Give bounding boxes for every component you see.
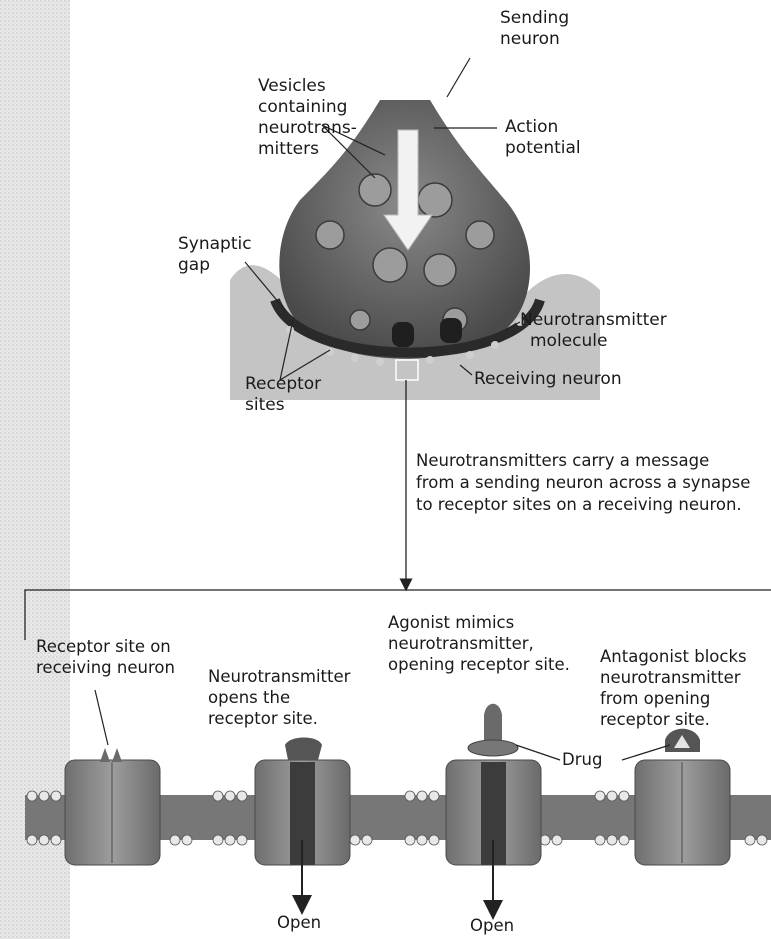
neurotransmitter-molecule-label: Neurotransmitter molecule: [520, 310, 667, 352]
open-label-2: Open: [470, 915, 514, 936]
neurotransmitter-opens-label: Neurotransmitter opens the receptor site…: [208, 666, 350, 729]
open-label-1: Open: [277, 912, 321, 933]
drug-label: Drug: [562, 749, 602, 770]
receiving-neuron-label: Receiving neuron: [474, 369, 622, 390]
receptor-channel-4: [635, 729, 730, 865]
receptor-channel-1: [65, 748, 160, 865]
